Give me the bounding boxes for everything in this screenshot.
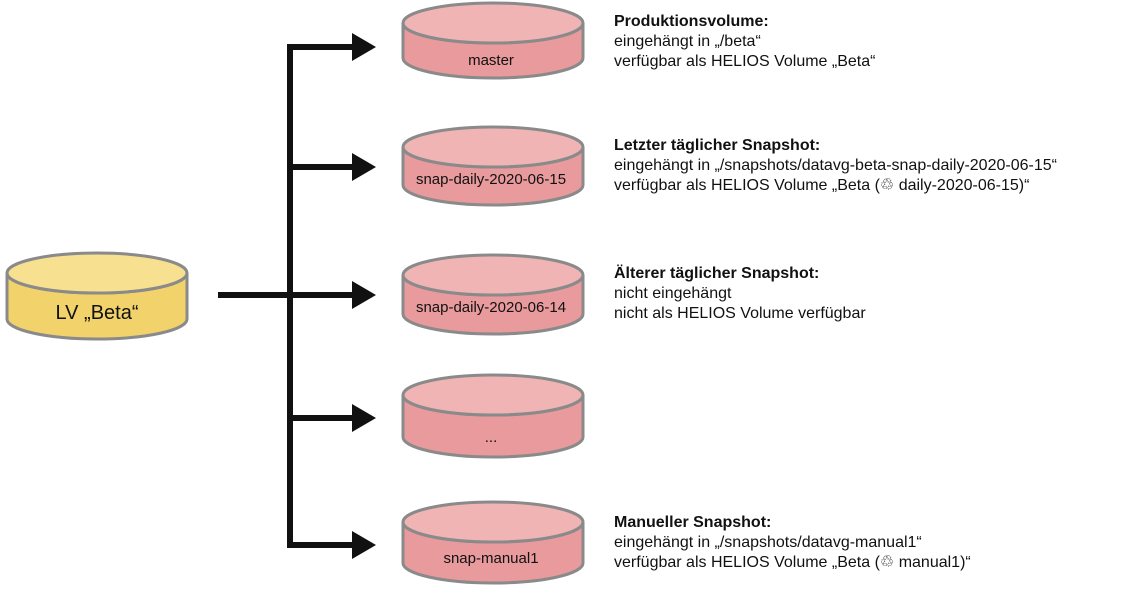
arrowhead-manual [352, 531, 376, 559]
description-line: nicht eingehängt [614, 285, 732, 302]
description-title: Produktionsvolume: [614, 13, 769, 30]
description-line: nicht als HELIOS Volume verfügbar [614, 305, 866, 322]
snapshot-cylinder-manual: snap-manual1 [401, 500, 585, 585]
description-line: verfügbar als HELIOS Volume „Beta (♲ dai… [614, 177, 1030, 194]
description-line: eingehängt in „/snapshots/datavg-beta-sn… [614, 157, 1057, 174]
snapshot-cylinder-daily-15: snap-daily-2020-06-15 [401, 125, 585, 207]
cylinder-top [401, 1, 585, 45]
description-title: Manueller Snapshot: [614, 514, 772, 531]
description-older-daily-snapshot: Älterer täglicher Snapshot: nicht eingeh… [614, 264, 866, 324]
cylinder-top [401, 125, 585, 169]
description-title: Letzter täglicher Snapshot: [614, 137, 821, 154]
snapshot-label: ... [485, 429, 498, 446]
description-latest-daily-snapshot: Letzter täglicher Snapshot: eingehängt i… [614, 136, 1057, 196]
description-production-volume: Produktionsvolume: eingehängt in „/beta“… [614, 12, 875, 72]
snapshot-label: snap-manual1 [443, 550, 538, 567]
connectors [218, 33, 376, 559]
snapshot-label: snap-daily-2020-06-15 [416, 171, 566, 188]
arrowhead-daily-15 [352, 153, 376, 181]
description-title: Älterer täglicher Snapshot: [614, 265, 820, 282]
snapshot-label: master [468, 52, 514, 69]
snapshot-label: snap-daily-2020-06-14 [416, 299, 566, 316]
source-volume-label: LV „Beta“ [56, 302, 139, 324]
description-line: verfügbar als HELIOS Volume „Beta“ [614, 53, 876, 70]
arrowhead-daily-14 [352, 281, 376, 309]
description-line: eingehängt in „/beta“ [614, 33, 761, 50]
arrowhead-master [352, 33, 376, 61]
snapshot-cylinder-ellipsis: ... [401, 373, 585, 459]
description-manual-snapshot: Manueller Snapshot: eingehängt in „/snap… [614, 513, 971, 573]
description-line: verfügbar als HELIOS Volume „Beta (♲ man… [614, 554, 971, 571]
source-volume-cylinder: LV „Beta“ [5, 251, 189, 341]
cylinder-top [401, 500, 585, 544]
cylinder-top [401, 253, 585, 297]
cylinder-top [401, 373, 585, 417]
description-line: eingehängt in „/snapshots/datavg-manual1… [614, 534, 922, 551]
snapshot-cylinder-daily-14: snap-daily-2020-06-14 [401, 253, 585, 336]
source-cylinder-top [5, 251, 189, 295]
arrowhead-ellipsis [352, 404, 376, 432]
snapshot-cylinder-master: master [401, 1, 585, 80]
